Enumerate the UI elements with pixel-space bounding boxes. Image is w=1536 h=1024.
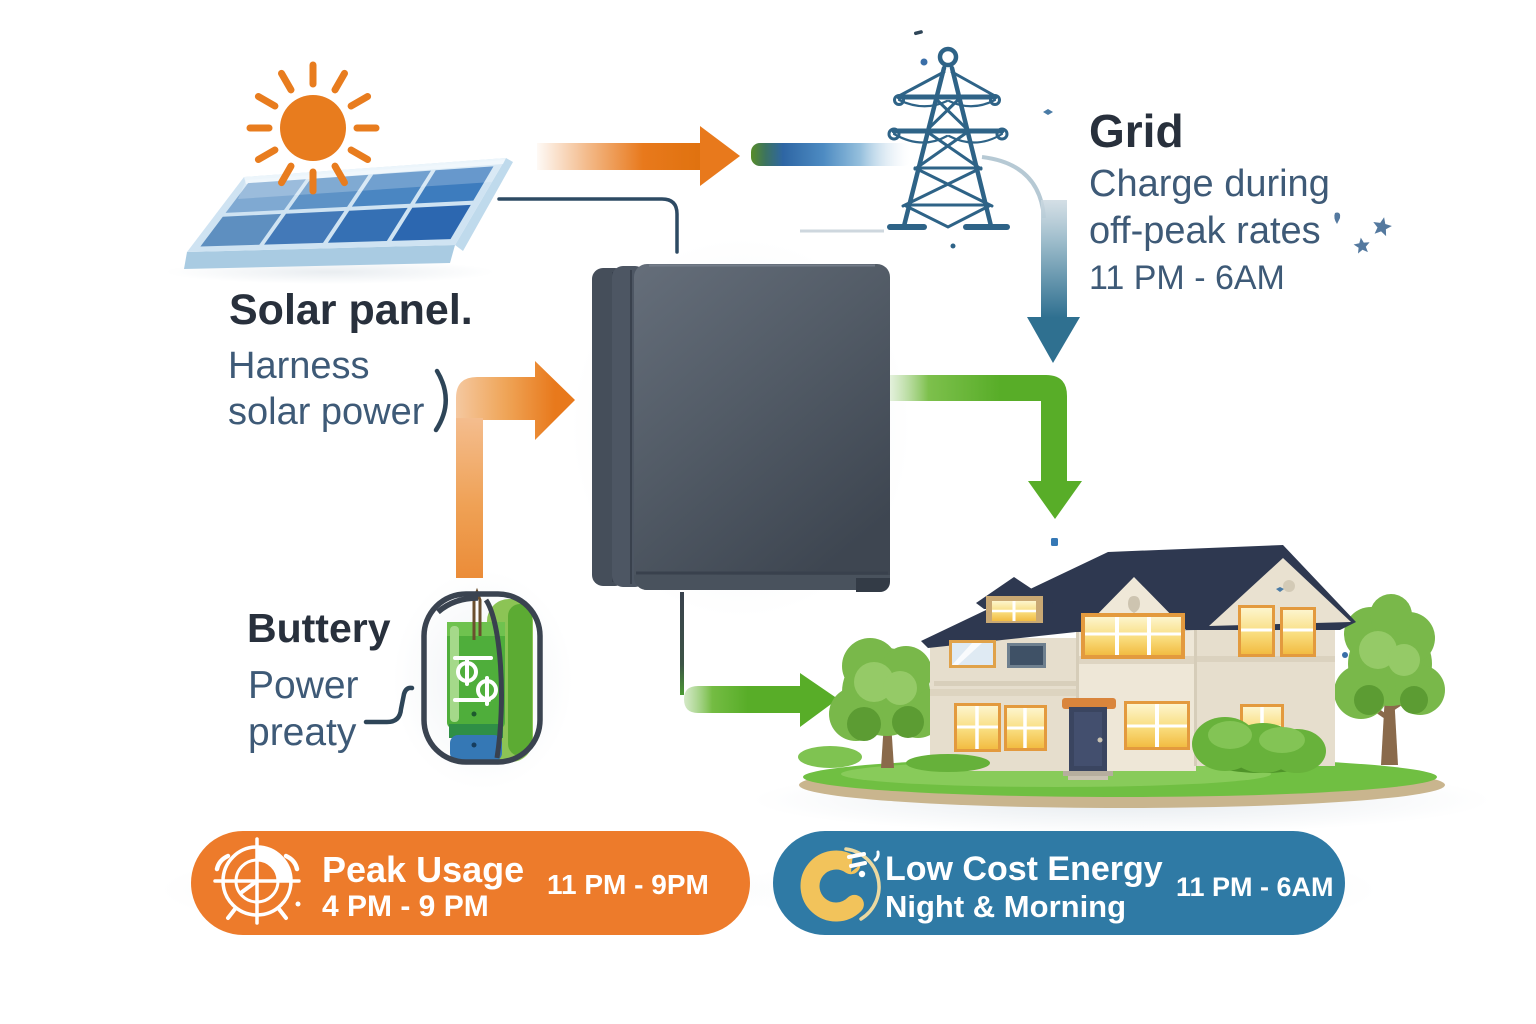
svg-text:Low Cost Energy: Low Cost Energy — [885, 850, 1163, 888]
svg-text:Solar panel.: Solar panel. — [229, 286, 473, 334]
svg-text:off-peak rates: off-peak rates — [1089, 210, 1321, 252]
svg-text:4 PM - 9 PM: 4 PM - 9 PM — [322, 890, 489, 923]
svg-text:solar power: solar power — [228, 391, 425, 433]
svg-text:preaty: preaty — [248, 711, 357, 754]
svg-text:Peak Usage: Peak Usage — [322, 849, 524, 890]
svg-text:11 PM - 9PM: 11 PM - 9PM — [547, 869, 709, 900]
svg-text:Buttery: Buttery — [247, 605, 391, 651]
svg-text:Harness: Harness — [228, 345, 370, 387]
svg-text:11 PM - 6AM: 11 PM - 6AM — [1176, 872, 1334, 902]
svg-text:Charge during: Charge during — [1089, 163, 1330, 205]
svg-text:Night & Morning: Night & Morning — [885, 889, 1126, 924]
svg-text:Grid: Grid — [1089, 105, 1184, 157]
svg-text:11 PM - 6AM: 11 PM - 6AM — [1089, 259, 1285, 297]
svg-text:Power: Power — [248, 664, 359, 707]
